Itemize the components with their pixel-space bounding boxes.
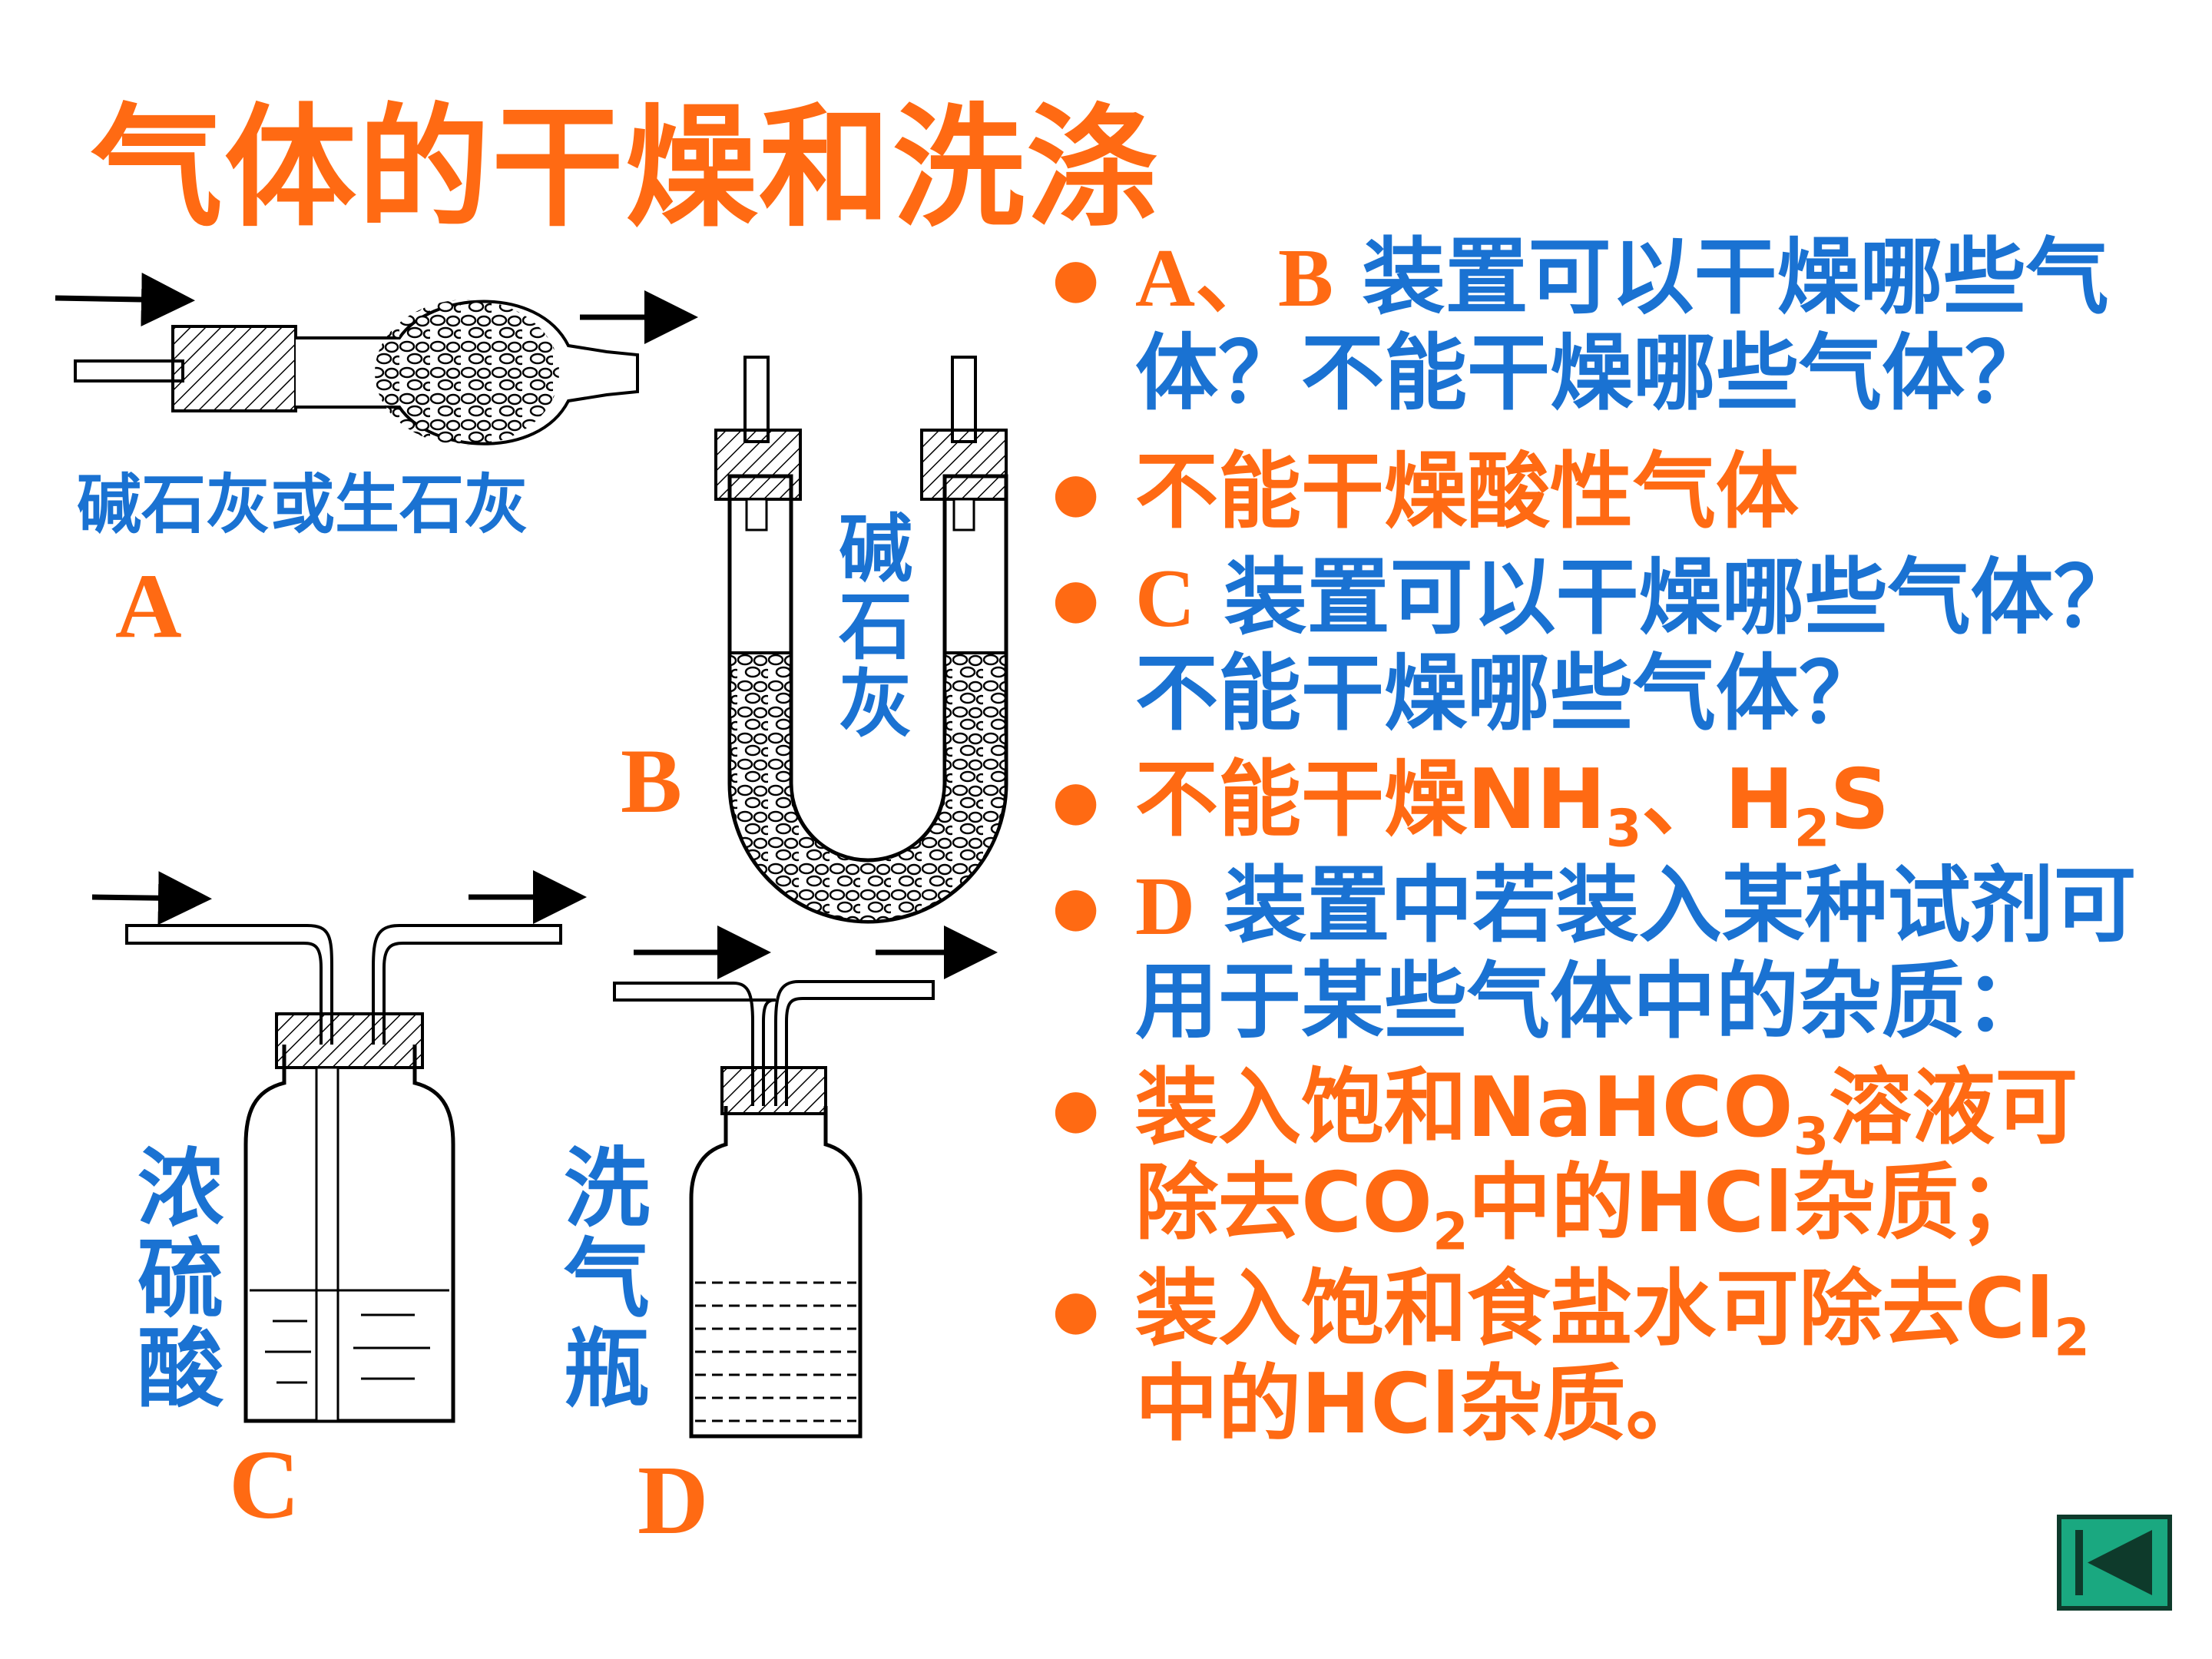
bullet-4-sub-1: 3 <box>1605 798 1642 859</box>
label-c-reagent: 浓 硫 酸 <box>134 1144 227 1416</box>
bullet-5: ● D 装置中若装入某种试剂可用于某些气体中的杂质： <box>1037 859 2151 1050</box>
label-b-reagent: 碱 石 灰 <box>830 511 922 743</box>
label-c-char-3: 酸 <box>137 1320 224 1420</box>
bullet-2-text: 不能干燥酸性气体 <box>1135 444 1800 540</box>
bullet-dot: ● <box>1052 875 1100 938</box>
skip-to-start-icon <box>2075 1530 2152 1595</box>
bullet-2: ● 不能干燥酸性气体 <box>1037 445 2151 540</box>
bullet-4-part-2: 、H <box>1641 752 1794 848</box>
bullet-7-sub-1: 2 <box>2054 1307 2090 1368</box>
label-b-char-2: 石 <box>839 583 912 670</box>
bullet-3-lead: C <box>1135 553 1195 644</box>
label-d-char-1: 洗 <box>564 1139 650 1239</box>
bullet-6: ● 装入饱和NaHCO3溶液可除去CO2中的HCl杂质； <box>1037 1060 2151 1257</box>
bullet-5-lead: D <box>1135 861 1195 952</box>
label-a-reagent: 碱石灰或生石灰 <box>77 467 529 542</box>
bullet-3: ● C 装置可以干燥哪些气体？不能干燥哪些气体？ <box>1037 551 2151 742</box>
bullet-1-text: 装置可以干燥哪些气体？不能干燥哪些气体？ <box>1135 230 2109 422</box>
bullet-4-part-3: S <box>1830 752 1890 848</box>
bullet-dot: ● <box>1052 567 1100 630</box>
bullet-dot: ● <box>1052 247 1100 310</box>
label-b-char-1: 碱 <box>839 506 912 592</box>
bullet-dot: ● <box>1052 1077 1100 1140</box>
drying-tube-a <box>55 273 698 445</box>
bullet-dot: ● <box>1052 461 1100 524</box>
label-a: A <box>115 555 182 657</box>
label-d-char-3: 瓶 <box>564 1320 650 1420</box>
washing-bottle-d <box>613 926 998 1439</box>
bullet-6-part-2: 溶液可除去CO <box>1135 1060 2078 1251</box>
bullet-list: ● A、B 装置可以干燥哪些气体？不能干燥哪些气体？ ● 不能干燥酸性气体 ● … <box>1037 230 2151 1463</box>
bullet-6-sub-1: 3 <box>1793 1106 1830 1167</box>
bullet-6-part-3: 中的HCl杂质； <box>1468 1155 2042 1251</box>
label-c-char-1: 浓 <box>137 1139 224 1239</box>
bullet-5-text: 装置中若装入某种试剂可用于某些气体中的杂质： <box>1135 858 2137 1050</box>
label-b: B <box>621 730 683 832</box>
bullet-1: ● A、B 装置可以干燥哪些气体？不能干燥哪些气体？ <box>1037 230 2151 422</box>
bullet-dot: ● <box>1052 1278 1100 1341</box>
bullet-4: ● 不能干燥NH3、H2S <box>1037 752 2151 854</box>
bullet-1-lead: A、B <box>1135 233 1334 324</box>
label-d: D <box>637 1445 709 1555</box>
washing-bottle-c <box>91 870 587 1423</box>
page-title: 气体的干燥和洗涤 <box>91 91 1160 245</box>
bullet-4-part-1: 不能干燥NH <box>1135 752 1606 848</box>
bullet-6-sub-2: 2 <box>1432 1201 1469 1262</box>
label-d-reagent: 洗 气 瓶 <box>561 1144 653 1416</box>
first-slide-button[interactable] <box>2057 1515 2172 1611</box>
label-b-char-3: 灰 <box>839 661 912 747</box>
label-c-char-2: 硫 <box>137 1229 224 1330</box>
bullet-7-part-2: 中的HCl杂质。 <box>1135 1356 1709 1452</box>
bullet-7-part-1: 装入饱和食盐水可除去Cl <box>1135 1261 2055 1357</box>
bullet-4-sub-2: 2 <box>1793 798 1830 859</box>
bullet-3-text: 装置可以干燥哪些气体？不能干燥哪些气体？ <box>1135 550 2137 742</box>
apparatus-diagram <box>55 273 1008 1439</box>
bullet-7: ● 装入饱和食盐水可除去Cl2 中的HCl杂质。 <box>1037 1262 2151 1452</box>
u-tube-b <box>714 356 1008 924</box>
label-c: C <box>229 1430 300 1539</box>
bullet-dot: ● <box>1052 769 1100 832</box>
bullet-6-part-1: 装入饱和NaHCO <box>1135 1060 1793 1156</box>
label-d-char-2: 气 <box>564 1229 650 1330</box>
